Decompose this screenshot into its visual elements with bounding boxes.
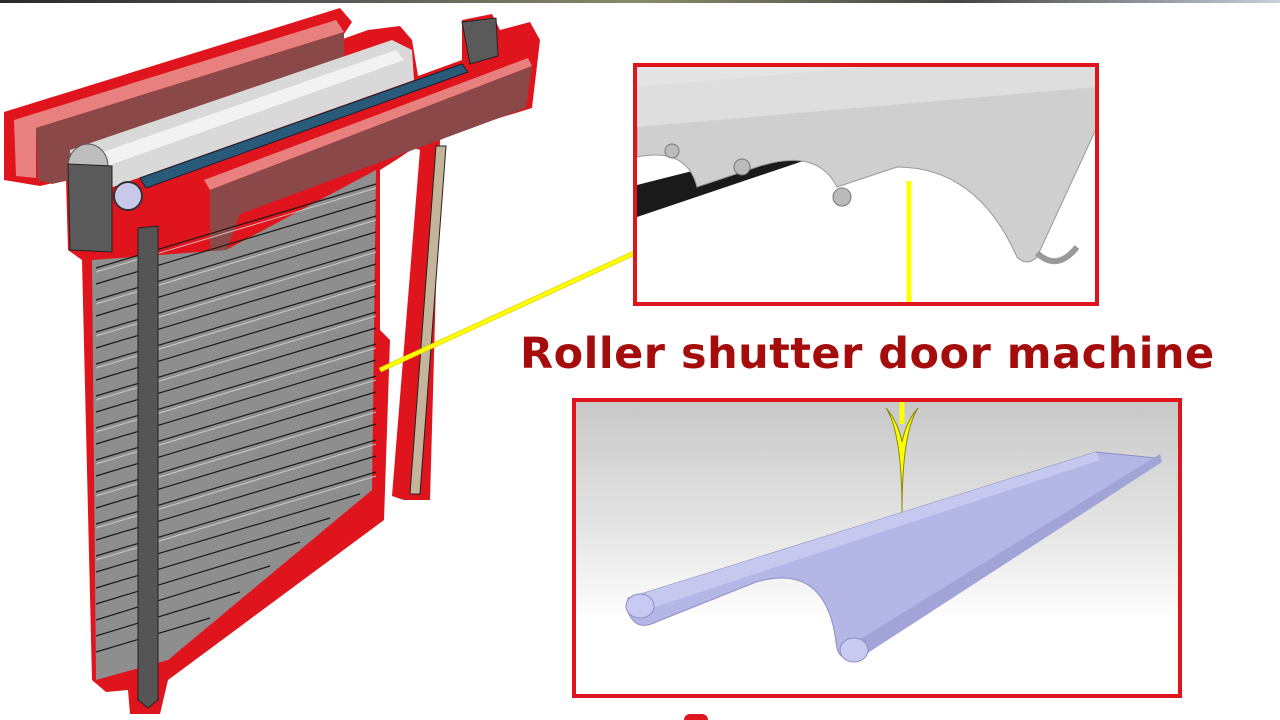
slat-closeup-panel: [633, 63, 1099, 306]
page-title: Roller shutter door machine: [520, 329, 1215, 379]
slat-closeup-illustration: [637, 67, 1095, 302]
top-edge-strip: [0, 0, 1280, 3]
slat-profile-illustration: [625, 402, 1162, 663]
red-mark-fragment: [684, 714, 708, 720]
slat-profile-panel: [572, 398, 1182, 698]
